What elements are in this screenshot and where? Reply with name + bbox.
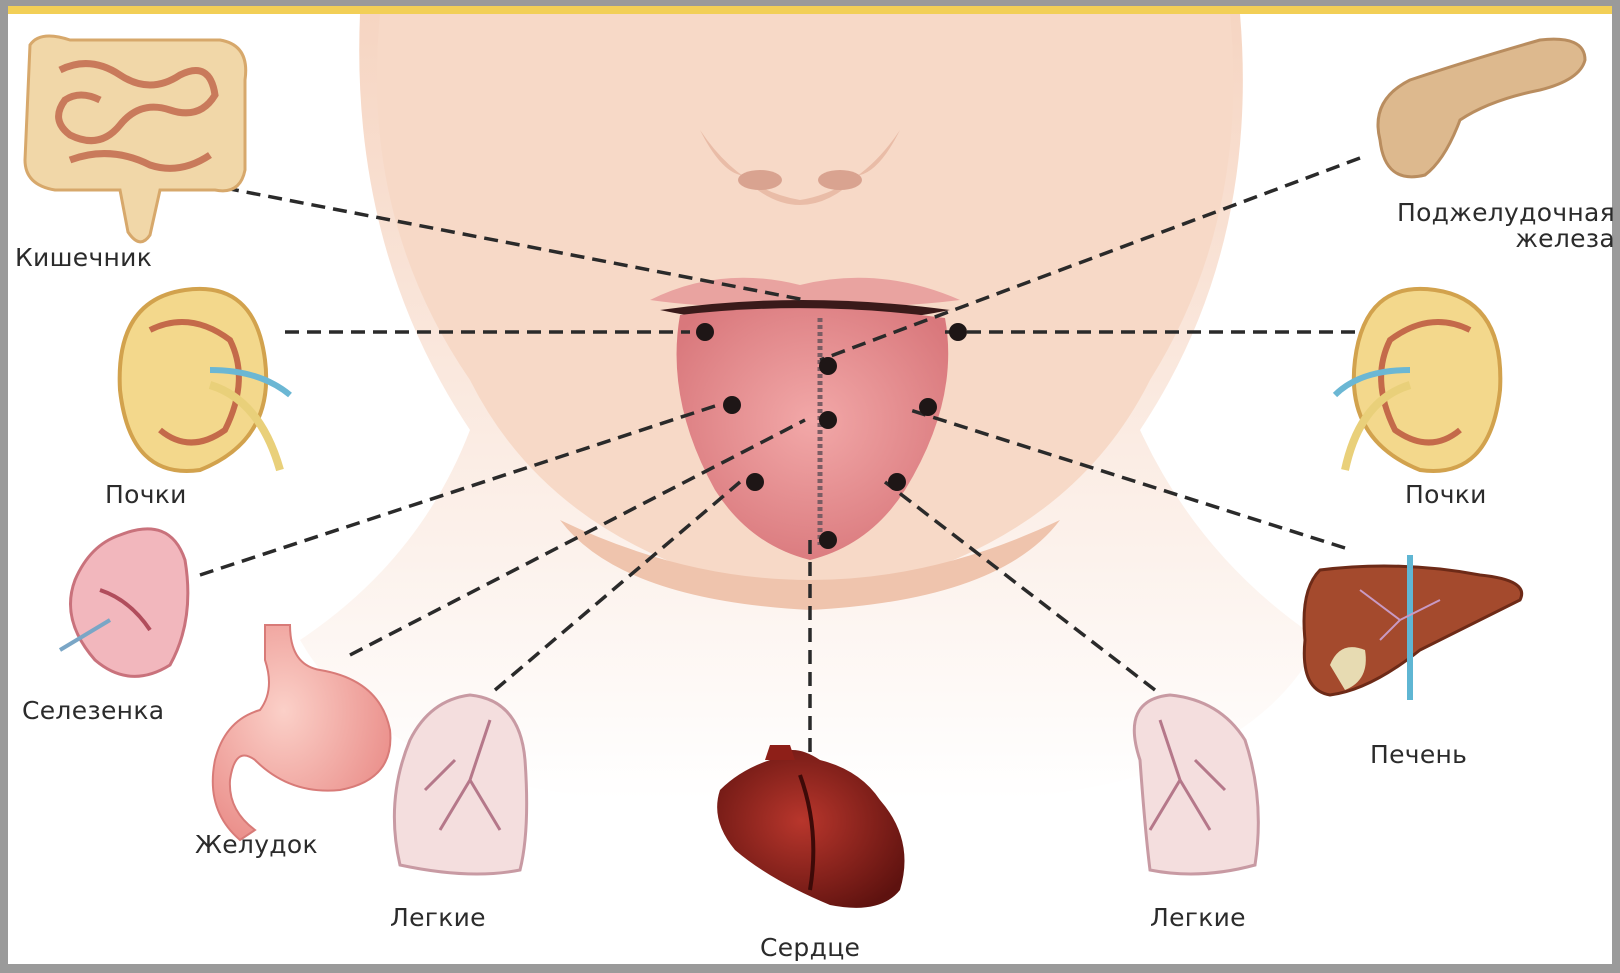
point-stomach	[819, 411, 837, 429]
point-lungs-left	[746, 473, 764, 491]
label-pancreas-line2: железа	[1370, 226, 1615, 252]
label-spleen: Селезенка	[22, 698, 164, 724]
point-intestine	[819, 357, 837, 375]
label-kidneys-left: Почки	[105, 482, 187, 508]
point-lungs-right	[888, 473, 906, 491]
label-kidneys-right: Почки	[1405, 482, 1487, 508]
label-stomach: Желудок	[195, 832, 318, 858]
label-liver: Печень	[1370, 742, 1467, 768]
label-lungs-right: Легкие	[1150, 905, 1246, 931]
point-heart	[819, 531, 837, 549]
point-liver	[919, 398, 937, 416]
accent-bar	[8, 6, 1612, 14]
point-spleen	[723, 396, 741, 414]
label-pancreas: Поджелудочная железа	[1370, 200, 1615, 253]
label-heart: Сердце	[760, 935, 860, 961]
label-intestine: Кишечник	[15, 245, 152, 271]
label-lungs-left: Легкие	[390, 905, 486, 931]
point-kidneys-right	[949, 323, 967, 341]
point-kidneys-left	[696, 323, 714, 341]
label-pancreas-line1: Поджелудочная	[1370, 200, 1615, 226]
